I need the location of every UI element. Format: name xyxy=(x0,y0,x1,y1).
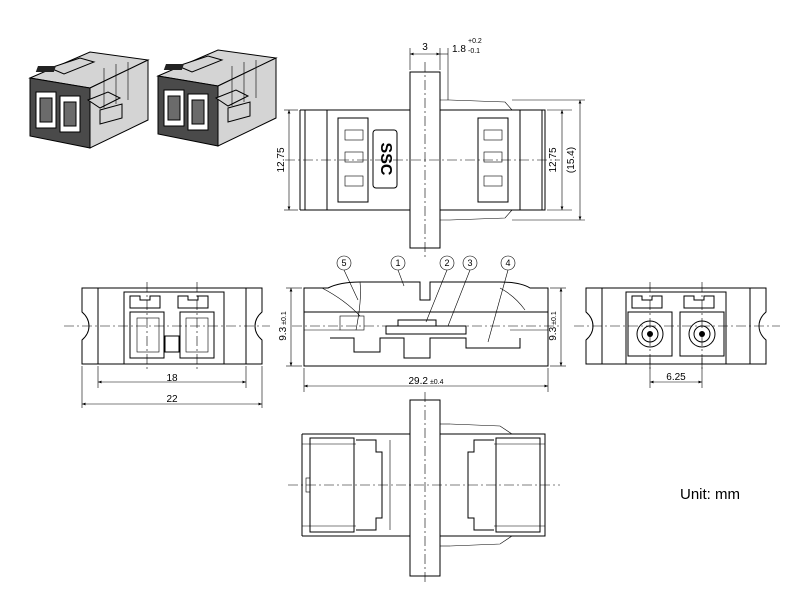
svg-text:5: 5 xyxy=(341,258,346,268)
svg-text:1: 1 xyxy=(395,258,400,268)
dim-height-left: 12.75 xyxy=(276,147,287,172)
side-section-view: 5 1 2 3 4 9.3±0.1 xyxy=(278,255,566,392)
dim-inner-width: 18 xyxy=(166,373,178,384)
dim-top-width-b: 1.8 xyxy=(452,44,466,55)
dim-outer-width: 22 xyxy=(166,394,178,405)
dim-top-tol-plus: +0.2 xyxy=(468,38,482,45)
logo-text: SSC xyxy=(377,143,394,176)
svg-text:2: 2 xyxy=(444,258,449,268)
dim-length: 29.2±0.4 xyxy=(408,376,443,387)
unit-label: Unit: mm xyxy=(680,486,740,503)
callout-4: 4 xyxy=(487,255,516,343)
front-view-left: 18 22 xyxy=(64,282,270,408)
dim-height-total: (15.4) xyxy=(566,147,577,173)
iso-view-right xyxy=(156,49,278,147)
svg-text:3: 3 xyxy=(467,258,472,268)
dim-height-right: 12.75 xyxy=(548,147,559,172)
callout-3: 3 xyxy=(447,255,478,327)
callout-1: 1 xyxy=(390,255,406,287)
bottom-view xyxy=(288,392,560,584)
svg-text:4: 4 xyxy=(505,258,510,268)
dim-pitch: 6.25 xyxy=(666,372,686,383)
callout-2: 2 xyxy=(425,255,455,323)
dim-top-tol-minus: -0.1 xyxy=(468,48,480,55)
callout-5: 5 xyxy=(336,255,359,301)
front-view-right: 6.25 xyxy=(574,282,780,388)
iso-view-left xyxy=(28,51,150,149)
dim-top-width-a: 3 xyxy=(422,42,428,53)
dim-side-height-left: 9.3±0.1 xyxy=(278,311,289,341)
top-view: SSC 3 1.8 +0.2 -0.1 12.75 12.75 (15.4) xyxy=(276,38,585,258)
dim-side-height-right: 9.3±0.1 xyxy=(548,311,559,341)
